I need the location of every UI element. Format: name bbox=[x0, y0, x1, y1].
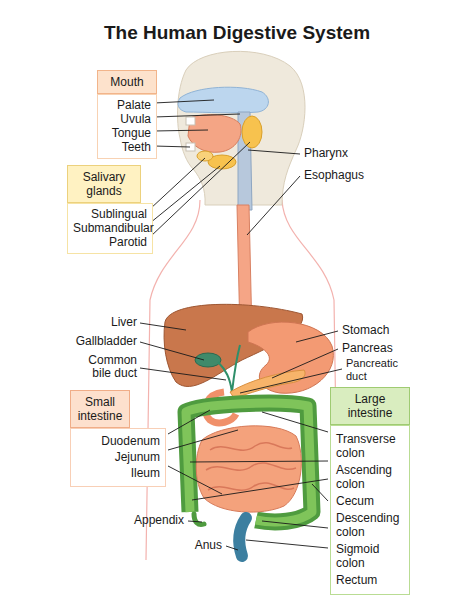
leader-line bbox=[188, 521, 202, 522]
large-intestine-highlight bbox=[186, 403, 312, 522]
leader-line bbox=[272, 349, 338, 378]
part-name: Ileum bbox=[76, 466, 160, 480]
leader-line bbox=[247, 176, 300, 235]
organ-label: Pancreatic duct bbox=[346, 357, 404, 383]
part-name: Descending colon bbox=[336, 511, 404, 539]
leader-line bbox=[226, 546, 238, 550]
tooth-upper bbox=[186, 117, 195, 125]
leader-line bbox=[154, 130, 208, 131]
part-name: Rectum bbox=[336, 573, 404, 587]
leader-line bbox=[154, 100, 214, 103]
part-name: Teeth bbox=[103, 140, 151, 154]
organ-label: Liver bbox=[77, 316, 137, 329]
part-name: Ascending colon bbox=[336, 463, 404, 491]
part-name: Transverse colon bbox=[336, 432, 404, 460]
organ-label: Anus bbox=[172, 539, 222, 552]
leader-line bbox=[312, 484, 328, 501]
leader-line bbox=[154, 146, 190, 147]
part-name: Sigmoid colon bbox=[336, 542, 404, 570]
organ-group-box: Salivary glandsSublingualSubmandibularPa… bbox=[67, 165, 153, 254]
organ-label: Pancreas bbox=[342, 342, 422, 355]
part-name: Duodenum bbox=[76, 434, 160, 448]
leader-line bbox=[140, 342, 204, 360]
leader-line bbox=[240, 369, 342, 393]
organ-label: Gallbladder bbox=[52, 335, 137, 348]
organ-group-box: Large intestineTransverse colonAscending… bbox=[330, 387, 410, 595]
leader-line bbox=[192, 479, 328, 500]
leader-line bbox=[150, 142, 250, 237]
leader-lines bbox=[140, 100, 342, 550]
diagram-title: The Human Digestive System bbox=[0, 22, 474, 44]
part-name: Sublingual bbox=[73, 207, 147, 221]
small-intestine-folds bbox=[206, 443, 296, 491]
group-heading: Salivary glands bbox=[67, 165, 141, 203]
group-heading: Large intestine bbox=[330, 387, 410, 425]
large-intestine-shape bbox=[186, 403, 312, 522]
leader-line bbox=[168, 410, 210, 434]
part-name: Palate bbox=[103, 98, 151, 112]
tongue-shape bbox=[188, 115, 241, 153]
leader-line bbox=[246, 540, 328, 548]
group-panel: DuodenumJejunumIleum bbox=[70, 428, 166, 487]
nasal-cavity bbox=[178, 87, 268, 113]
organ-label: Pharynx bbox=[304, 147, 374, 160]
group-heading: Mouth bbox=[97, 70, 157, 94]
gallbladder-shape bbox=[195, 353, 221, 367]
appendix-shape bbox=[194, 514, 204, 525]
leader-line bbox=[190, 461, 328, 462]
leader-line bbox=[168, 430, 238, 450]
organ-label: Appendix bbox=[120, 514, 184, 527]
group-panel: PalateUvulaTongueTeeth bbox=[97, 94, 157, 159]
leader-line bbox=[262, 521, 328, 528]
sublingual-gland bbox=[197, 151, 213, 161]
group-panel: SublingualSubmandibularParotid bbox=[67, 203, 153, 254]
leader-line bbox=[296, 331, 338, 342]
part-name: Uvula bbox=[103, 112, 151, 126]
part-name: Cecum bbox=[336, 494, 404, 508]
organ-label: Esophagus bbox=[304, 169, 384, 182]
pancreas-shape bbox=[230, 370, 305, 398]
part-name: Parotid bbox=[73, 235, 147, 249]
part-name: Tongue bbox=[103, 126, 151, 140]
leader-line bbox=[154, 114, 240, 117]
small-intestine-shape bbox=[196, 426, 301, 512]
rectum-shape bbox=[239, 518, 246, 556]
organ-group-box: Small intestineDuodenumJejunumIleum bbox=[70, 390, 166, 487]
part-name: Jejunum bbox=[76, 450, 160, 464]
leader-line bbox=[262, 412, 328, 432]
body-outline bbox=[146, 200, 338, 560]
leader-line bbox=[140, 368, 226, 380]
leader-line bbox=[150, 158, 205, 209]
organ-label: Common bile duct bbox=[80, 354, 137, 380]
bile-duct-line bbox=[218, 345, 240, 392]
group-heading: Small intestine bbox=[70, 390, 130, 428]
parotid-gland bbox=[242, 116, 262, 148]
leader-line bbox=[248, 150, 300, 154]
leader-line bbox=[150, 166, 220, 223]
leader-line bbox=[140, 323, 186, 330]
leader-line bbox=[168, 466, 222, 494]
organ-label: Stomach bbox=[342, 324, 422, 337]
organ-group-box: MouthPalateUvulaTongueTeeth bbox=[97, 70, 157, 159]
part-name: Submandibular bbox=[73, 221, 147, 235]
group-panel: Transverse colonAscending colonCecumDesc… bbox=[330, 425, 410, 595]
